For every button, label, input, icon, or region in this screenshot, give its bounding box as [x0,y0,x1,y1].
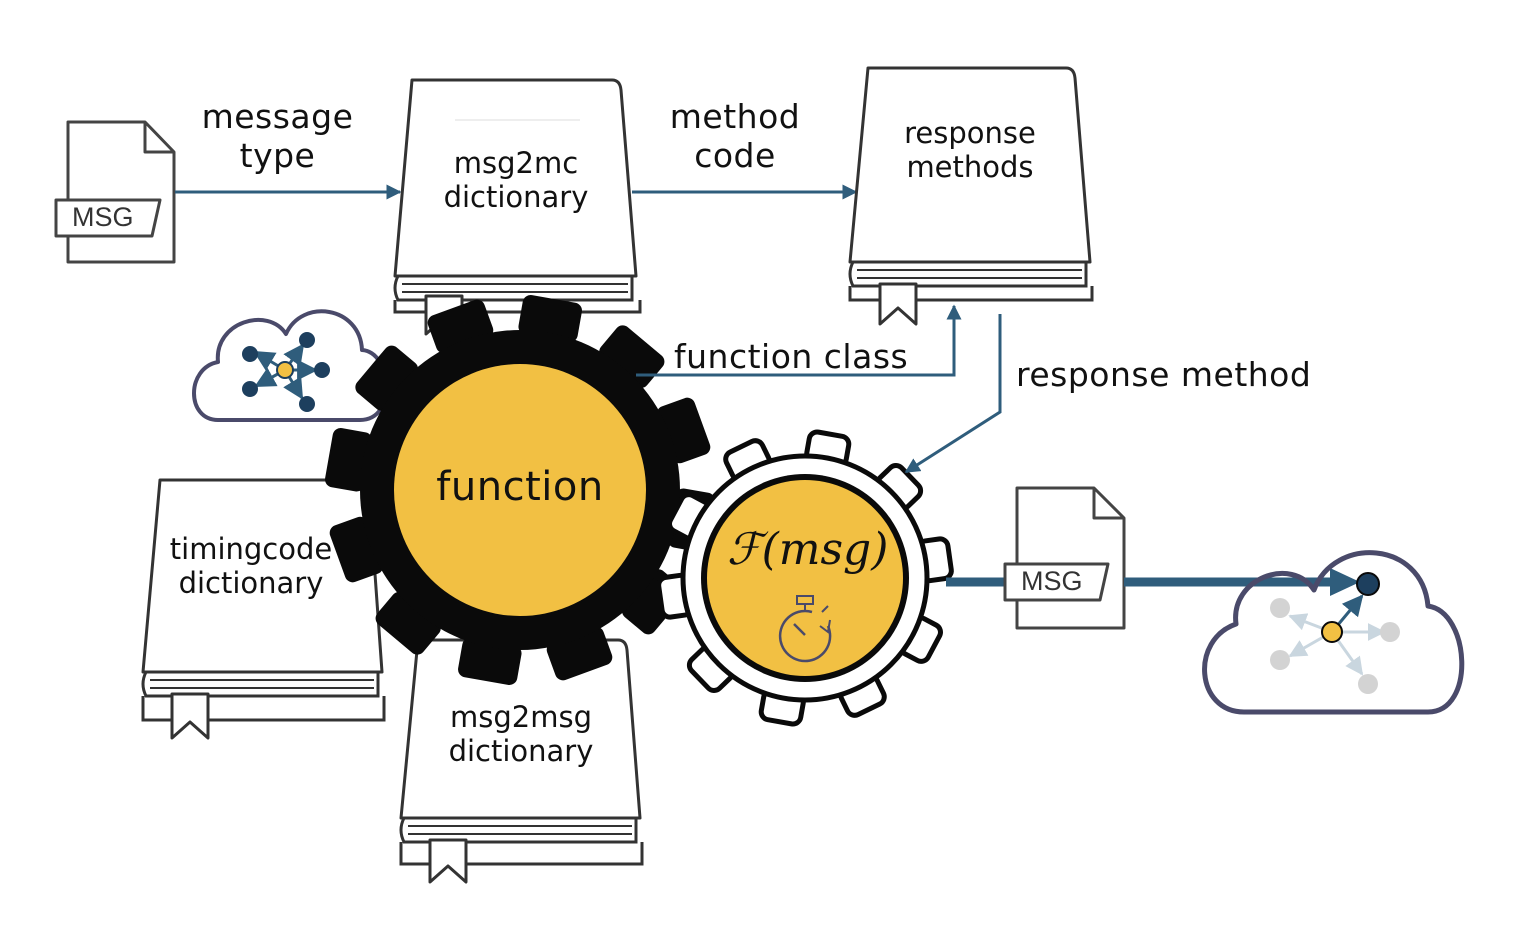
cloud-network-large [1202,550,1465,715]
gear-function-label: function [436,464,604,510]
book-timing-line1: timingcode [169,532,333,566]
stopwatch-icon [778,595,832,663]
label-function-class: function class [674,337,909,376]
label-message-line1: message [201,97,354,136]
gear-formula-label: ℱ(msg) [727,524,889,575]
book-msg2mc-title: msg2mc dictionary [420,146,612,214]
book-msg2mc-line1: msg2mc [453,146,579,180]
cloud-network-small [192,309,389,422]
book-response-title: response methods [870,116,1070,184]
book-msg2mc [393,78,642,336]
book-msg2msg-line2: dictionary [448,734,594,769]
book-timing-title: timingcode dictionary [160,532,342,600]
output-msg-file [1003,486,1126,630]
gear-tooth [375,591,441,655]
gear-tooth [599,325,665,389]
book-response-line2: methods [906,150,1034,185]
label-message-line2: type [239,135,316,175]
main-gear [325,295,715,685]
book-timingcode [141,478,386,740]
book-timing-line2: dictionary [178,566,324,601]
input-msg-file [54,120,176,264]
arrow-function-class [636,304,962,377]
book-msg2msg [399,638,644,884]
book-response-methods [848,66,1094,326]
book-msg2msg-line1: msg2msg [450,700,592,734]
label-method-code-line2: code [694,135,776,175]
gear-tooth [458,637,522,685]
book-msg2msg-title: msg2msg dictionary [430,700,612,768]
timer-gear [656,429,954,727]
book-msg2mc-line2: dictionary [443,180,589,215]
book-response-line1: response [904,116,1036,150]
gear-tooth [518,295,582,343]
gear-tooth [355,345,419,411]
label-method-code: method code [650,97,820,176]
output-msg-tag: MSG [1021,566,1083,596]
label-message-type: message type [190,97,365,176]
label-response-method: response method [1016,355,1312,394]
label-method-line1: method [669,97,801,136]
input-msg-tag: MSG [72,202,134,232]
gear-tooth [325,428,373,492]
arrow-response-method [904,314,1002,474]
